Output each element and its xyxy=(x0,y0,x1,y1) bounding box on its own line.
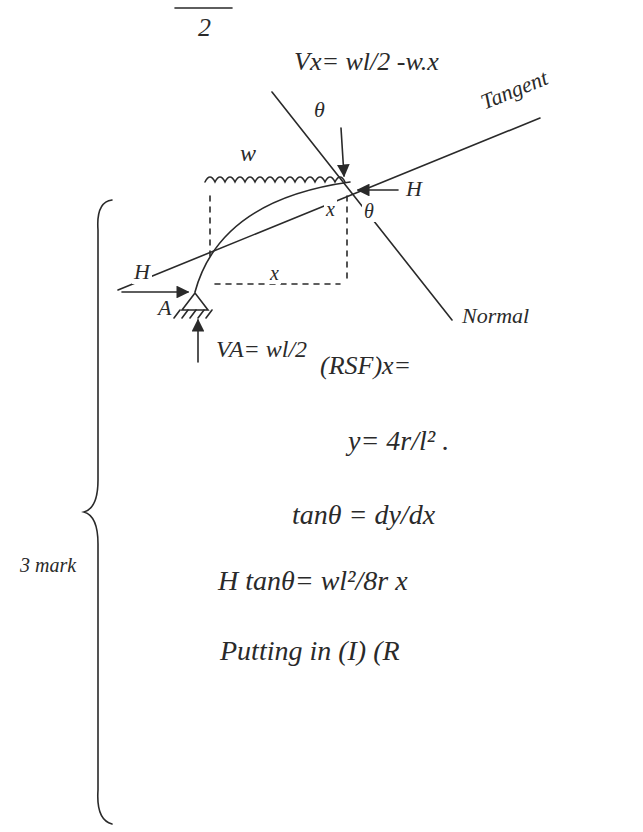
shear-expression: Vx= wl/2 -w.x xyxy=(292,48,441,77)
angle-symbol: θ xyxy=(362,200,376,222)
reaction-expression: VA= wl/2 xyxy=(214,336,309,362)
line-name: Tangent xyxy=(475,65,553,115)
force-arrow xyxy=(358,189,398,191)
equation: H tanθ= wl²/8r x xyxy=(216,566,410,597)
dashed-line xyxy=(209,196,211,262)
marks-note: 3 mark xyxy=(18,554,78,576)
reaction-arrow xyxy=(197,320,199,362)
shear-expression: (RSF)x= xyxy=(318,352,413,381)
support-hatch xyxy=(174,310,212,318)
udl-load xyxy=(205,177,345,182)
force-arrow xyxy=(341,128,344,176)
support-name: A xyxy=(156,296,173,320)
equation: y= 4r/l² . xyxy=(346,426,451,457)
equation: Putting in (I) (R xyxy=(218,636,402,667)
arch-curve xyxy=(195,182,350,292)
dashed-line xyxy=(346,196,348,282)
equation: tanθ = dy/dx xyxy=(290,500,437,531)
fraction-bar xyxy=(175,7,232,9)
angle-symbol: θ xyxy=(312,98,327,122)
tangent-line xyxy=(118,118,540,290)
point-name: x xyxy=(324,198,337,220)
normal-line xyxy=(272,92,452,320)
force-arrow xyxy=(122,291,188,293)
hinge-support xyxy=(182,293,208,310)
brace xyxy=(84,200,112,824)
force-symbol: H xyxy=(132,260,152,284)
load-symbol: w xyxy=(238,140,258,166)
dimension: x xyxy=(268,262,281,284)
fraction-denominator: 2 xyxy=(196,14,213,43)
force-symbol: H xyxy=(404,177,424,201)
line-name: Normal xyxy=(460,304,531,328)
